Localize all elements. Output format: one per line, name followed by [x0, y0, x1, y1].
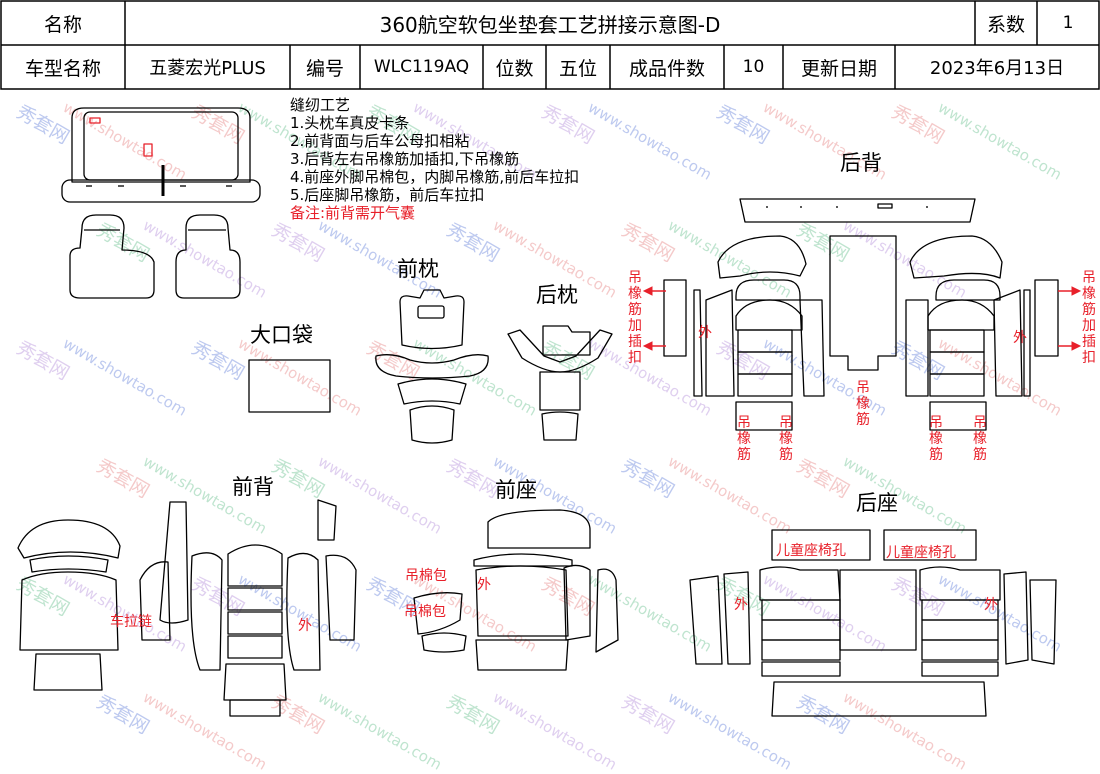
annotation-outer: 外 [298, 618, 312, 634]
annotation-child-seat-hole: 儿童座椅孔 [776, 543, 846, 559]
notes-item: 4.前座外脚吊棉包，内脚吊橡筋,前后车拉扣 [290, 168, 580, 186]
date-label: 更新日期 [800, 57, 877, 80]
annotation-hang-cotton-pack: 吊棉包 [405, 568, 447, 584]
big-pocket-shape [248, 359, 331, 413]
annotation-hang-rubber: 吊橡筋 [973, 415, 987, 463]
name-label: 名称 [43, 13, 82, 36]
annotation-outer: 外 [698, 325, 712, 341]
front-seat-pattern [413, 509, 619, 671]
annotation-hang-rubber: 吊橡筋 [779, 415, 793, 463]
code-value: WLC119AQ [373, 57, 470, 77]
seat-overview-illustration [61, 107, 261, 299]
label-rear-headrest: 后枕 [536, 283, 578, 307]
notes-item: 5.后座脚吊橡筋，前后车拉扣 [290, 186, 485, 204]
model-value: 五菱宏光PLUS [149, 58, 266, 79]
annotation-outer: 外 [1013, 330, 1027, 346]
label-front-seat: 前座 [495, 478, 537, 502]
annotation-outer: 外 [734, 597, 748, 613]
code-label: 编号 [305, 57, 344, 80]
rear-seat-pattern [689, 529, 1057, 717]
notes-item: 3.后背左右吊橡筋加插扣,下吊橡筋 [290, 150, 520, 168]
coef-label: 系数 [986, 13, 1025, 36]
pieces-value: 10 [742, 57, 765, 77]
seats-label: 位数 [495, 57, 534, 80]
front-back-pattern [17, 499, 357, 717]
front-headrest-pattern [375, 289, 489, 444]
label-big-pocket: 大口袋 [250, 323, 313, 347]
notes-item: 2.前背面与后车公母扣相粘 [290, 132, 470, 150]
annotation-hang-rubber-buckle-left: 吊橡筋加插扣 [628, 270, 642, 366]
annotation-child-seat-hole: 儿童座椅孔 [886, 545, 956, 561]
page-title: 360航空软包坐垫套工艺拼接示意图-D [379, 12, 721, 37]
rear-back-top-band [739, 198, 976, 223]
seats-value: 五位 [558, 57, 597, 80]
label-rear-back: 后背 [840, 151, 882, 175]
notes-item: 1.头枕车真皮卡条 [290, 114, 410, 132]
annotation-hang-rubber-buckle-right: 吊橡筋加插扣 [1082, 270, 1096, 366]
annotation-hang-rubber: 吊橡筋 [737, 415, 751, 463]
rear-headrest-pattern [507, 325, 613, 441]
notes-title: 缝纫工艺 [290, 96, 351, 114]
annotation-outer: 外 [477, 577, 491, 593]
date-value: 2023年6月13日 [929, 58, 1065, 79]
annotation-hang-cotton-pack: 吊棉包 [404, 604, 446, 620]
label-rear-seat: 后座 [856, 491, 898, 515]
annotation-hang-rubber: 吊橡筋 [929, 415, 943, 463]
rear-back-pattern [663, 235, 1059, 431]
notes-remark: 备注:前背需开气囊 [290, 204, 416, 222]
sewing-notes: 缝纫工艺 1.头枕车真皮卡条 2.前背面与后车公母扣相粘 3.后背左右吊橡筋加插… [290, 96, 579, 222]
red-arrows [642, 286, 1082, 351]
label-front-back: 前背 [232, 475, 274, 499]
coef-value: 1 [1062, 13, 1074, 33]
annotation-zipper: 车拉链 [110, 614, 152, 630]
annotation-outer: 外 [984, 597, 998, 613]
label-front-headrest: 前枕 [397, 257, 439, 281]
pattern-drawing [17, 107, 1082, 717]
model-label: 车型名称 [24, 57, 101, 80]
pieces-label: 成品件数 [628, 57, 705, 80]
header-grid [0, 0, 1100, 90]
annotation-hang-rubber: 吊橡筋 [856, 380, 870, 428]
